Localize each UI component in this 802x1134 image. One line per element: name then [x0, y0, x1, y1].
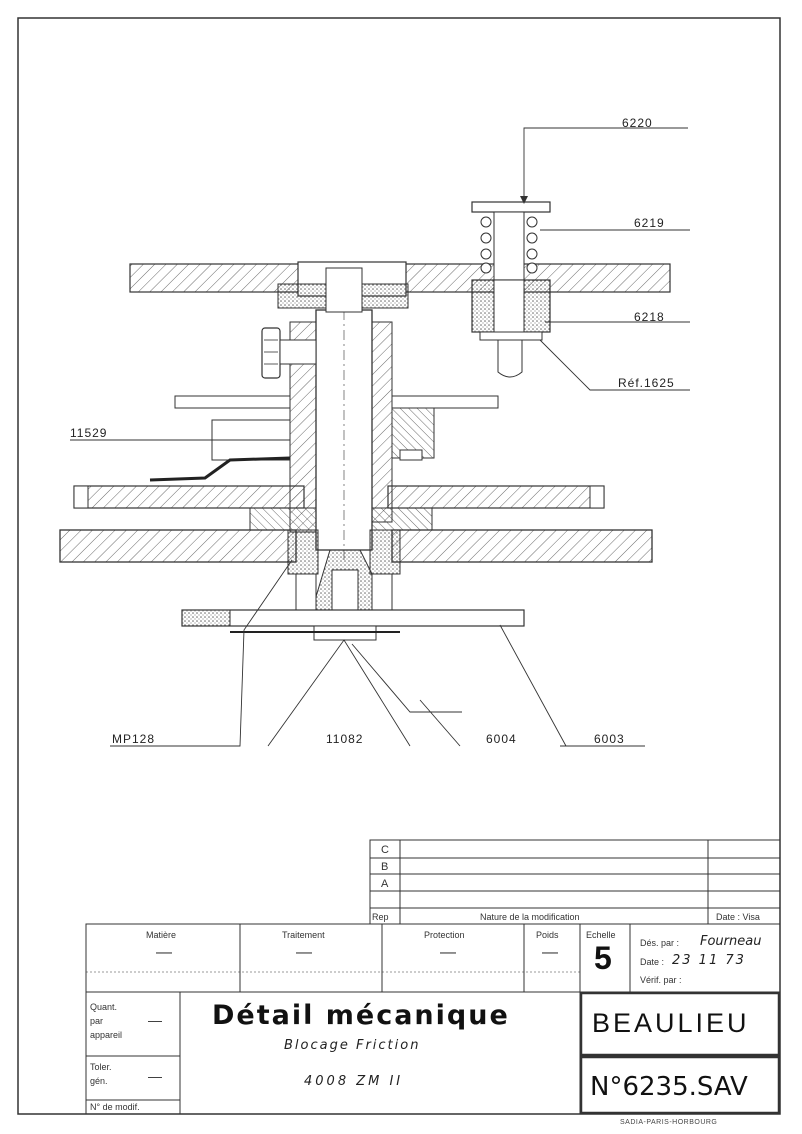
modif-label: N° de modif.	[90, 1102, 140, 1112]
callout-mp128: MP128	[112, 732, 156, 746]
verif-par-label: Vérif. par :	[640, 975, 682, 985]
revision-date-visa-header: Date : Visa	[716, 912, 760, 922]
traitement-label: Traitement	[282, 930, 325, 940]
printer-imprint: SADIA-PARIS-HORBOURG	[620, 1119, 718, 1126]
callout-11082: 11082	[326, 732, 364, 746]
revision-row-a: A	[381, 878, 389, 890]
company-name: BEAULIEU	[592, 1008, 750, 1038]
callout-6218: 6218	[634, 310, 665, 324]
model-number: 4008 ZM II	[304, 1074, 404, 1089]
callout-6220: 6220	[622, 116, 653, 130]
callout-11529: 11529	[70, 426, 108, 440]
quant-value: —	[148, 1012, 162, 1028]
protection-label: Protection	[424, 930, 465, 940]
drawing-number: N°6235.SAV	[590, 1072, 748, 1102]
drawing-subtitle: Blocage Friction	[284, 1038, 421, 1053]
poids-label: Poids	[536, 930, 559, 940]
callout-6003: 6003	[594, 732, 625, 746]
des-par-value: Fourneau	[700, 934, 762, 949]
callout-ref-1625: Réf.1625	[618, 376, 675, 390]
quant-label-line1: Quant.	[90, 1002, 118, 1012]
revision-row-b: B	[381, 861, 389, 873]
protection-value: —	[440, 944, 456, 961]
matiere-value: —	[156, 944, 172, 961]
callout-6004: 6004	[486, 732, 517, 746]
poids-value: —	[542, 944, 558, 961]
des-par-label: Dés. par :	[640, 938, 680, 948]
toler-label-line1: Toler.	[90, 1062, 112, 1072]
quant-label-line2: par	[90, 1016, 104, 1026]
matiere-label: Matière	[146, 930, 177, 940]
quant-label-line3: appareil	[90, 1030, 123, 1040]
date-label: Date :	[640, 957, 665, 967]
callout-6219: 6219	[634, 216, 665, 230]
revision-row-c: C	[381, 844, 389, 856]
echelle-value: 5	[594, 940, 612, 976]
revision-rep-header: Rep	[372, 912, 389, 922]
toler-value: —	[148, 1068, 162, 1084]
toler-label-line2: gén.	[90, 1076, 108, 1086]
traitement-value: —	[296, 944, 312, 961]
drawing-title: Détail mécanique	[212, 1000, 510, 1031]
echelle-label: Echelle	[586, 930, 616, 940]
date-value: 23 11 73	[672, 953, 746, 968]
revision-nature-header: Nature de la modification	[480, 912, 580, 922]
